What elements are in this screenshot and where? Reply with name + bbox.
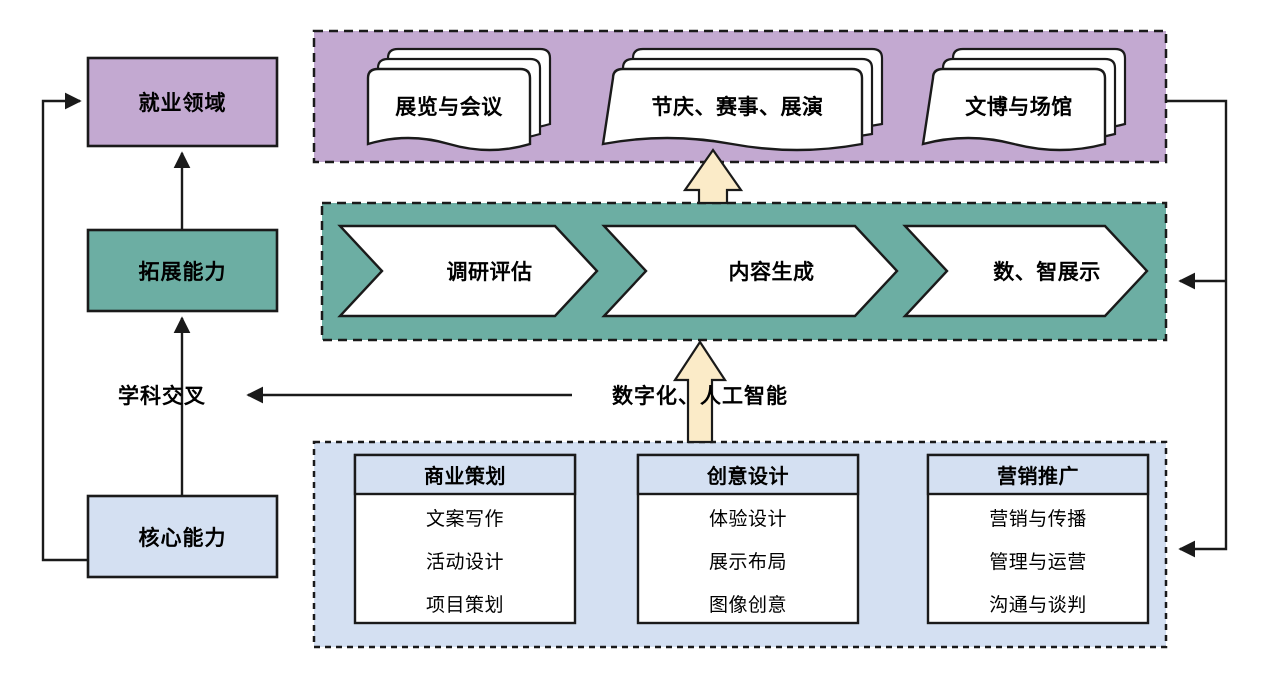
block-arrow-upper-group [682, 148, 744, 205]
table-1[interactable] [353, 453, 577, 625]
middle-band-group [320, 201, 1168, 342]
block-arrow-lower-group [672, 339, 728, 444]
left-box-extend[interactable] [86, 228, 279, 313]
card-stack-1[interactable] [366, 47, 552, 152]
left-box-core[interactable] [86, 494, 279, 579]
right-loop-trunk [1166, 99, 1228, 558]
left-feedback-loop [41, 92, 88, 562]
card-stack-2[interactable] [601, 47, 884, 152]
card-stack-3[interactable] [921, 47, 1127, 152]
left-box-employment[interactable] [86, 56, 279, 148]
chevron-3[interactable] [902, 224, 1149, 318]
chevron-1[interactable] [337, 224, 599, 318]
bottom-band-group [312, 440, 1168, 649]
top-band-group [312, 29, 1168, 164]
table-3[interactable] [926, 453, 1150, 625]
chevron-2[interactable] [601, 224, 899, 318]
table-2[interactable] [636, 453, 860, 625]
